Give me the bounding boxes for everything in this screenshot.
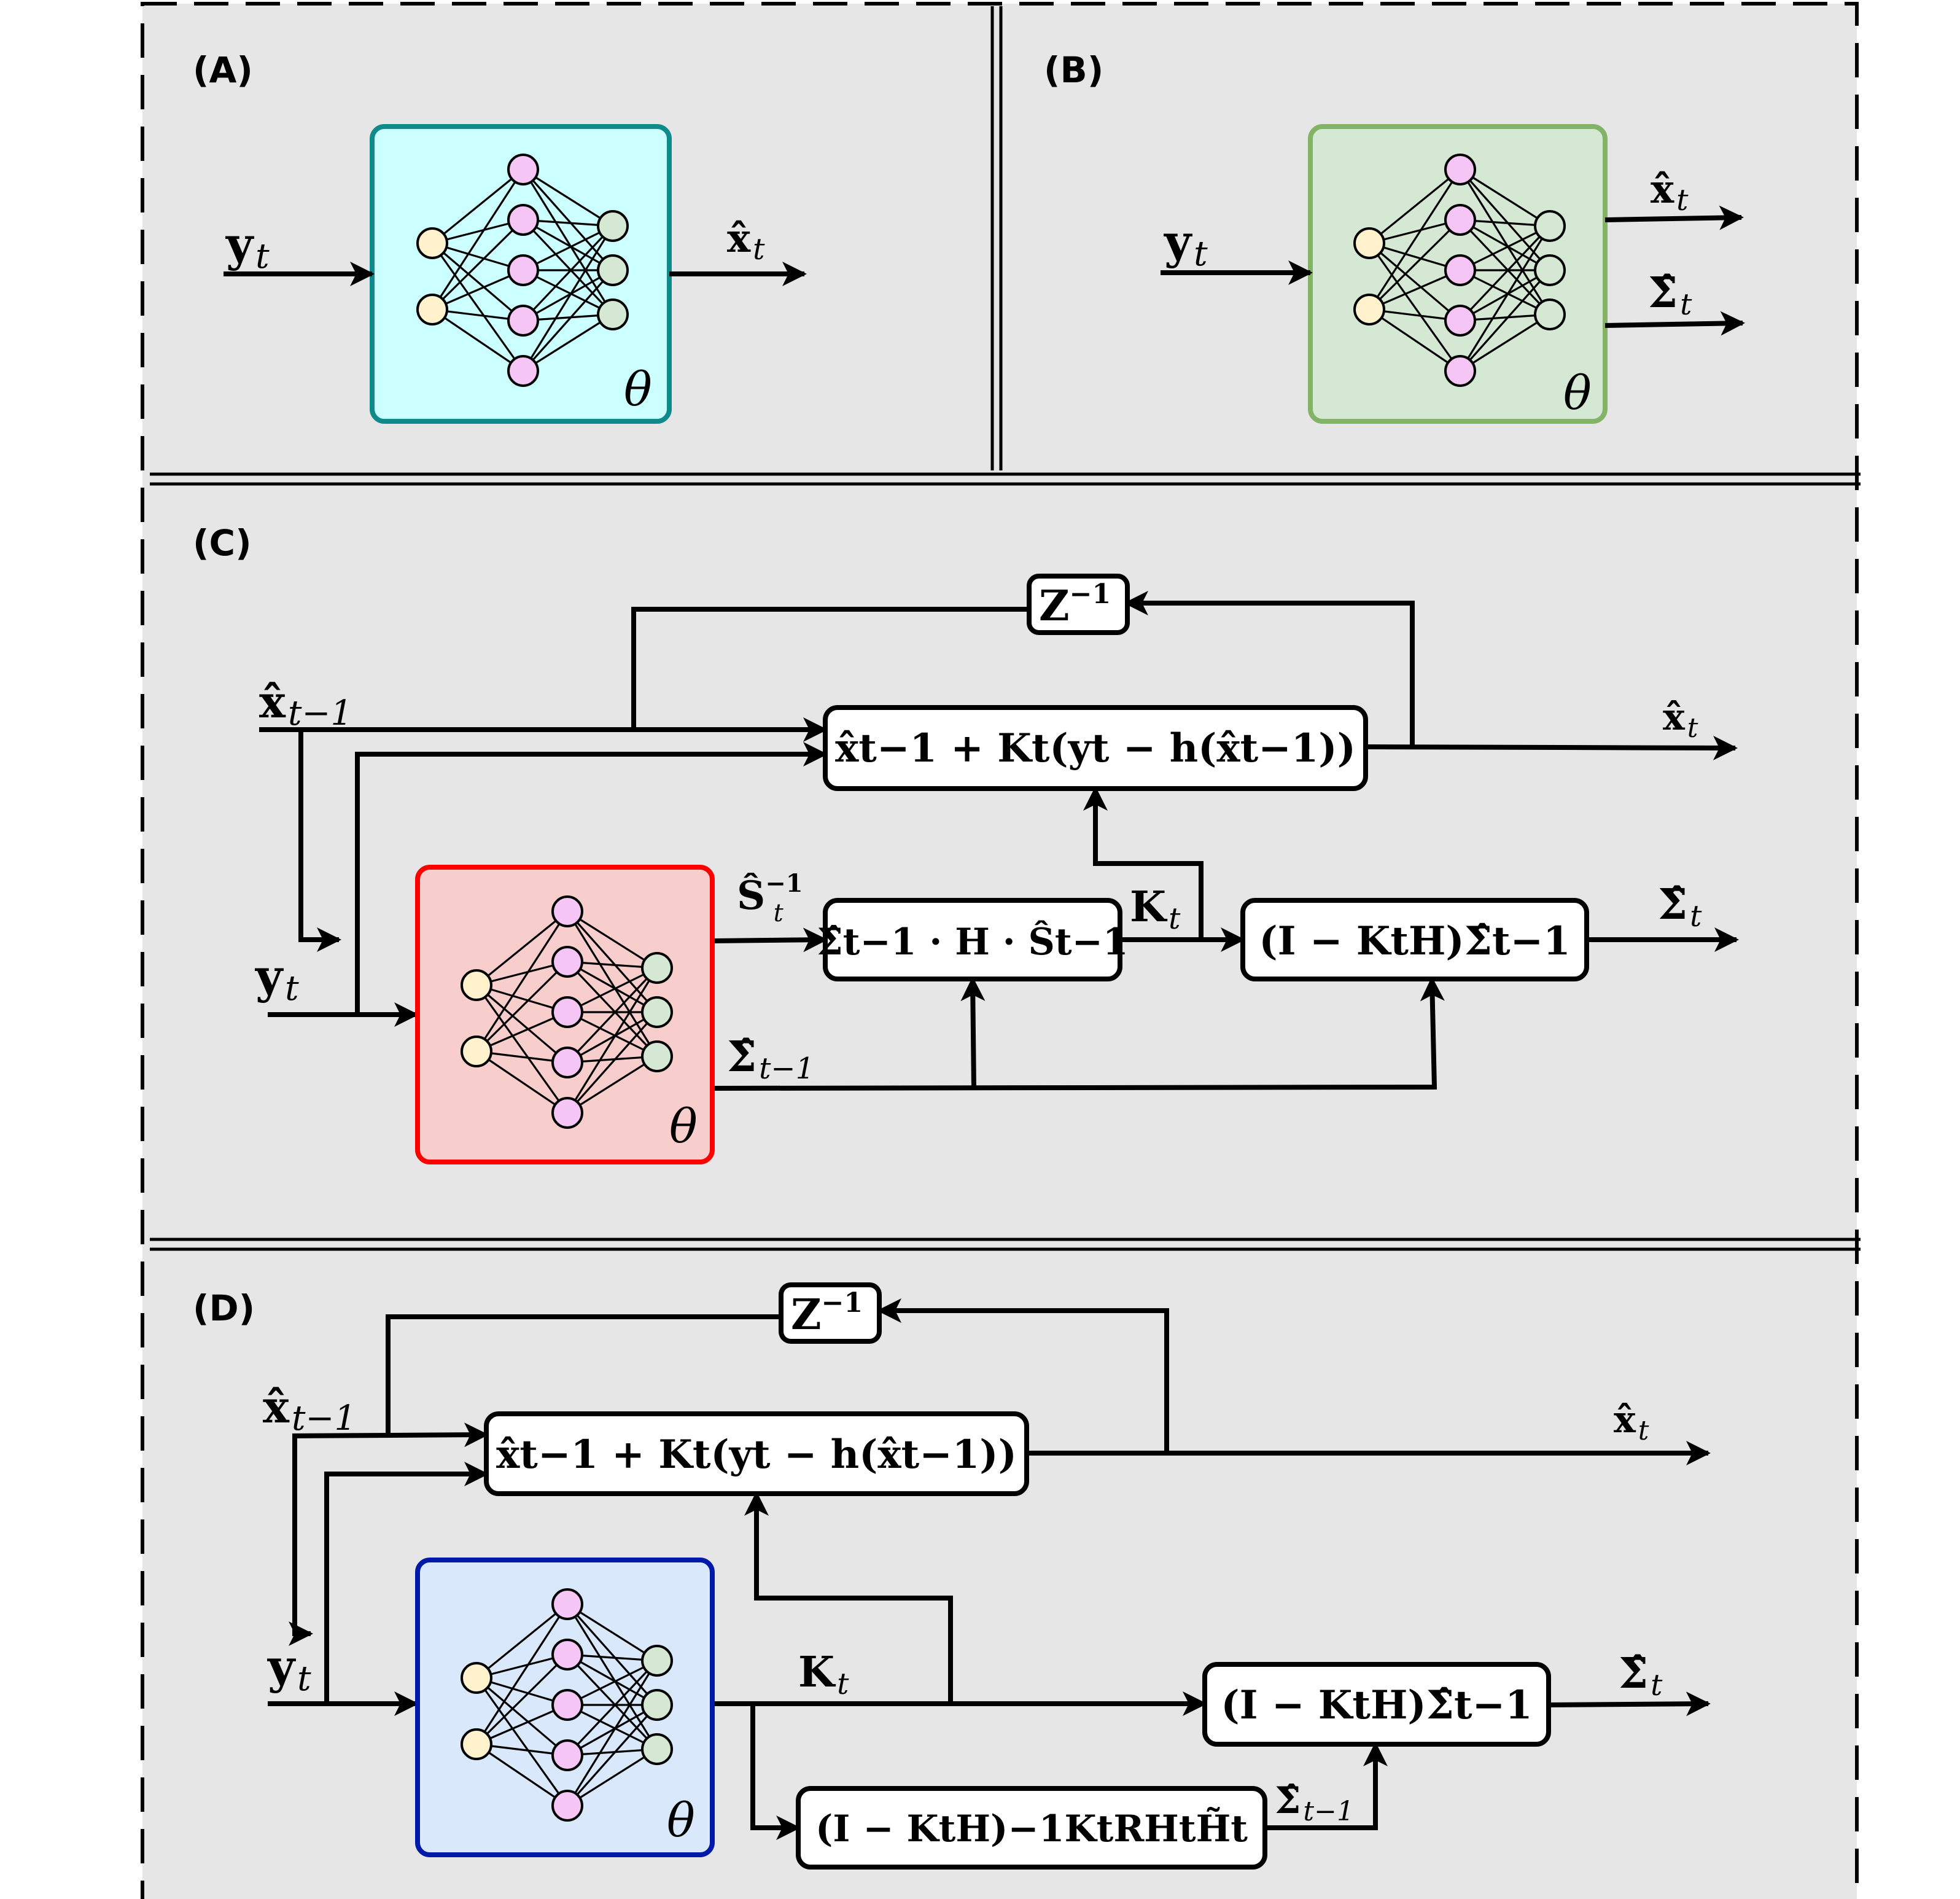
panel-d-sigma-prev-label: Σ̂t−1 [1275,1779,1354,1827]
panel-d-delay-to-xprev-wire [386,1314,781,1435]
panel-c-delay-box [1027,574,1130,635]
panel-d-xout-label: x̂t [1614,1398,1649,1446]
panel-d: (D) θ Z−1 x̂t−1 + Kt(yt − h(x̂t−1)) (I −… [193,1282,1711,1870]
panel-c-gain-label: Σ̂t−1 · H · Ŝt−1 [817,920,1128,964]
panel-c-cov-label: (I − KtH)Σ̂t−1 [1259,918,1570,964]
panel-d-theta-label: θ [667,1793,695,1847]
panel-c-sinv-arrow [712,927,828,953]
panel-c-delay-label: Z−1 [1039,579,1111,631]
panel-a-theta-label: θ [624,362,652,416]
panel-d-k-to-update-wire [744,1491,953,1704]
panel-c-xout-label: x̂t [1663,696,1698,744]
panel-d-xprev-to-nn-wire [289,1436,313,1646]
panel-d-delay-box [779,1282,882,1344]
panel-b-output1-arrow [1604,205,1744,230]
panel-d-sigma-out-label: Σ̂t [1619,1649,1663,1702]
panel-b-label: (B) [1044,49,1103,91]
panel-c-label: (C) [193,522,252,564]
panel-d-cov-label: (I − KtH)Σ̂t−1 [1221,1682,1532,1728]
panel-d-label: (D) [193,1287,255,1329]
panel-b-output1-label: x̂t [1651,166,1689,217]
panel-c-feedback-wire [1124,591,1415,747]
panel-c-gain-box [823,898,1122,981]
panel-c-xprev-label: x̂t−1 [259,676,352,733]
panel-c-update-box [823,705,1368,791]
panel-c-xout-arrow [1364,735,1738,760]
panel-d-update-label: x̂t−1 + Kt(yt − h(x̂t−1)) [496,1432,1017,1478]
panel-c-theta-label: θ [669,1099,698,1153]
panel-d-update-box [484,1411,1029,1496]
panel-b-theta-label: θ [1563,365,1592,420]
panel-c-sigma-prev-wire [712,977,1445,1091]
panel-c: (C) θ Z−1 x̂t−1 + Kt(yt − h(x̂t−1)) Σ̂t−… [193,522,1739,1164]
panel-d-sigma-out-arrow [1548,1691,1711,1717]
panel-c-y-to-update-wire [355,742,828,1015]
panel-d-inv-label: (I − KtH)−1KtRHtH̃t [815,1807,1248,1850]
panel-d-inv-box [796,1786,1267,1870]
panel-c-sigma-to-gain-arrow [960,977,986,1089]
panel-c-k-to-update-wire [1083,786,1204,940]
panel-c-sigma-out-label: Σ̂t [1658,880,1702,934]
panel-d-k-to-inv-wire [750,1704,801,1840]
panel-d-cov-box [1202,1662,1551,1747]
panel-d-xprev-label: x̂t−1 [263,1381,356,1438]
outer-dashed-frame [141,2,1859,1899]
panel-c-sigma-prev-label: Σ̂t−1 [727,1032,814,1086]
panel-a-label: (A) [193,49,253,91]
panel-d-xprev-wire [292,1422,489,1448]
panel-c-xprev-to-nn-wire [298,730,341,952]
panel-c-cov-box [1240,898,1589,981]
panel-c-delay-to-xprev-wire [631,607,1029,730]
panel-dividers [150,6,1861,1251]
panel-b-output2-label: Σ̂t [1648,268,1692,322]
panel-b-output2-arrow [1604,311,1745,336]
panel-c-update-label: x̂t−1 + Kt(yt − h(x̂t−1)) [835,725,1356,771]
panel-d-delay-label: Z−1 [791,1287,863,1339]
panel-d-inv-to-cov-wire [1265,1742,1388,1830]
panel-d-feedback-wire [877,1298,1169,1453]
panel-a-output-label: x̂t [727,216,765,267]
panel-d-y-to-update-wire [324,1462,489,1704]
